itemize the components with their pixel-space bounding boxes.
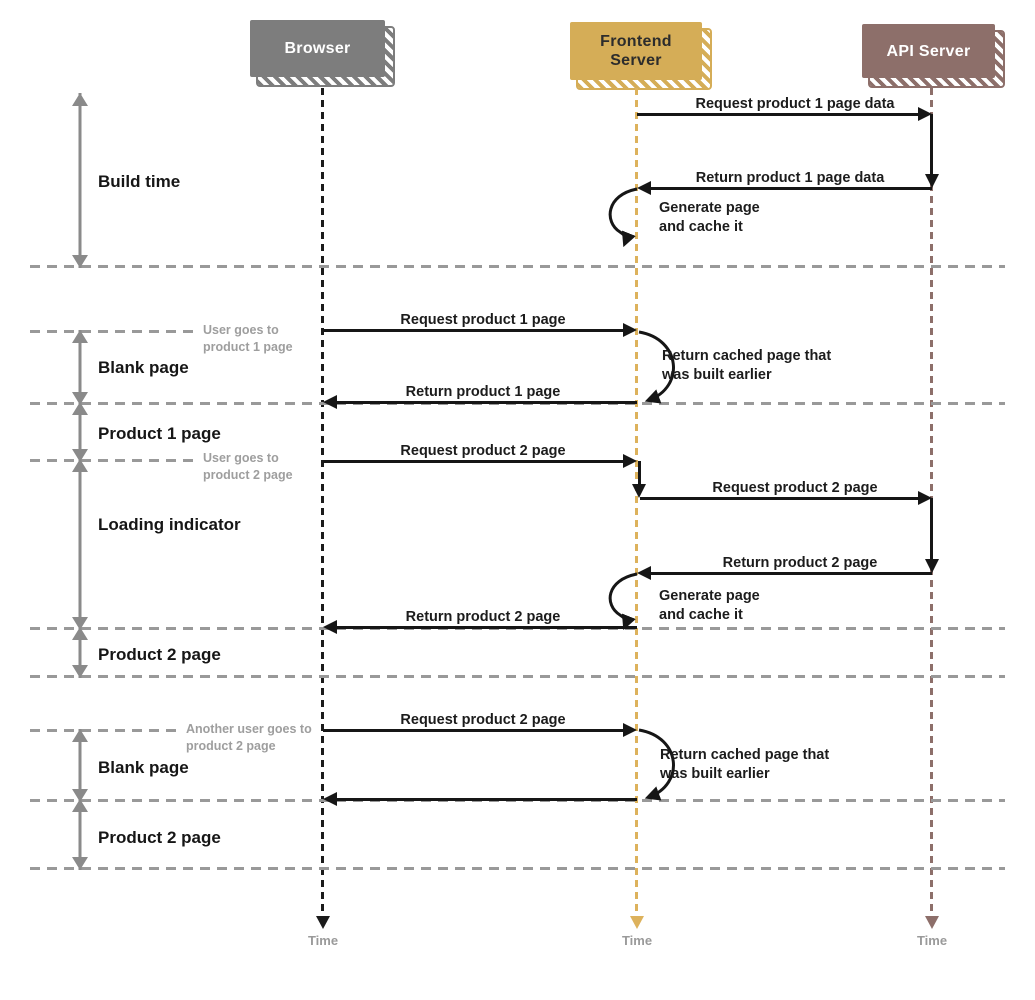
browser-time-arrowhead [316, 916, 330, 929]
msg-label-request-p1: Request product 1 page [400, 312, 566, 328]
msg-label-return-p2-frontend: Return product 2 page [405, 609, 561, 625]
api-activation-drop-1 [930, 114, 933, 174]
msg-label-return-p1-data: Return product 1 page data [695, 170, 885, 186]
arrowhead-down [632, 484, 646, 498]
measure-arrow-build-time [72, 93, 88, 268]
self-loop-return-cached-1 [638, 330, 675, 404]
msg-line-request-p2-browser [323, 460, 625, 463]
self-loop-generate-cache-1 [608, 187, 638, 248]
msg-label-return-p1: Return product 1 page [405, 384, 561, 400]
period-label-blank-page-2: Blank page [98, 758, 189, 777]
arrowhead-left [323, 395, 337, 409]
msg-line-return-p1 [335, 401, 637, 404]
arrowhead-down [925, 559, 939, 573]
note-user-goes-product-1: User goes to product 1 page [203, 323, 293, 354]
measure-arrow-blank-page-2 [72, 729, 88, 802]
msg-line-request-p1-data [637, 113, 920, 116]
arrowhead-left [637, 181, 651, 195]
msg-line-return-p2-api [649, 572, 932, 575]
measure-arrow-product-2-page-2 [72, 799, 88, 870]
msg-line-return-p2-frontend [335, 626, 637, 629]
arrowhead-right [623, 454, 637, 468]
arrowhead-right [623, 323, 637, 337]
time-label-api: Time [916, 933, 948, 948]
api-box-label: API Server [862, 24, 995, 78]
arrowhead-right [623, 723, 637, 737]
note-another-user-product-2: Another user goes to product 2 page [186, 722, 312, 753]
time-label-frontend: Time [621, 933, 653, 948]
separator-line [30, 675, 1005, 678]
self-loop-generate-cache-2 [608, 572, 638, 631]
note-user-goes-product-2: User goes to product 2 page [203, 451, 293, 482]
loop-label-generate-cache-2: Generate page and cache it [659, 588, 760, 623]
frontend-activation-drop [638, 461, 641, 484]
period-label-product-2-page-2: Product 2 page [98, 828, 221, 847]
arrowhead-left [323, 792, 337, 806]
api-activation-drop-2 [930, 498, 933, 559]
frontend-box-label: Frontend Server [570, 22, 702, 80]
msg-label-return-p2-api: Return product 2 page [722, 555, 878, 571]
separator-line-short [30, 459, 195, 462]
arrowhead-left [323, 620, 337, 634]
arrowhead-right [918, 491, 932, 505]
period-label-blank-page-1: Blank page [98, 358, 189, 377]
msg-label-request-p1-data: Request product 1 page data [695, 96, 895, 112]
msg-line-request-p1 [323, 329, 625, 332]
separator-line-short [30, 729, 178, 732]
loop-label-generate-cache-1: Generate page and cache it [659, 200, 760, 235]
measure-arrow-product-1-page [72, 402, 88, 462]
api-time-arrowhead [925, 916, 939, 929]
period-label-loading-indicator: Loading indicator [98, 515, 241, 534]
separator-line [30, 867, 1005, 870]
measure-arrow-blank-page-1 [72, 330, 88, 405]
time-label-browser: Time [307, 933, 339, 948]
arrowhead-left [637, 566, 651, 580]
msg-line-request-p2-again [323, 729, 625, 732]
arrowhead-right [918, 107, 932, 121]
msg-label-request-p2-again: Request product 2 page [400, 712, 566, 728]
loop-label-return-cached-2: Return cached page that was built earlie… [660, 747, 830, 782]
msg-line-return-p1-data [649, 187, 932, 190]
period-label-build-time: Build time [98, 172, 181, 191]
measure-arrow-product-2-page-1 [72, 627, 88, 678]
separator-line [30, 265, 1005, 268]
separator-line-short [30, 330, 195, 333]
browser-lifeline [321, 88, 324, 916]
period-label-product-2-page-1: Product 2 page [98, 645, 221, 664]
arrowhead-down [925, 174, 939, 188]
msg-line-return-cached-unlabeled [335, 798, 637, 801]
period-label-product-1-page: Product 1 page [98, 424, 221, 443]
measure-arrow-loading-indicator [72, 459, 88, 630]
msg-label-request-p2-frontend: Request product 2 page [712, 480, 878, 496]
browser-box-label: Browser [250, 20, 385, 77]
self-loop-return-cached-2 [638, 728, 675, 801]
msg-label-request-p2-browser: Request product 2 page [400, 443, 566, 459]
frontend-lifeline [635, 88, 638, 916]
msg-line-request-p2-frontend [640, 497, 920, 500]
frontend-time-arrowhead [630, 916, 644, 929]
loop-label-return-cached-1: Return cached page that was built earlie… [662, 348, 832, 383]
